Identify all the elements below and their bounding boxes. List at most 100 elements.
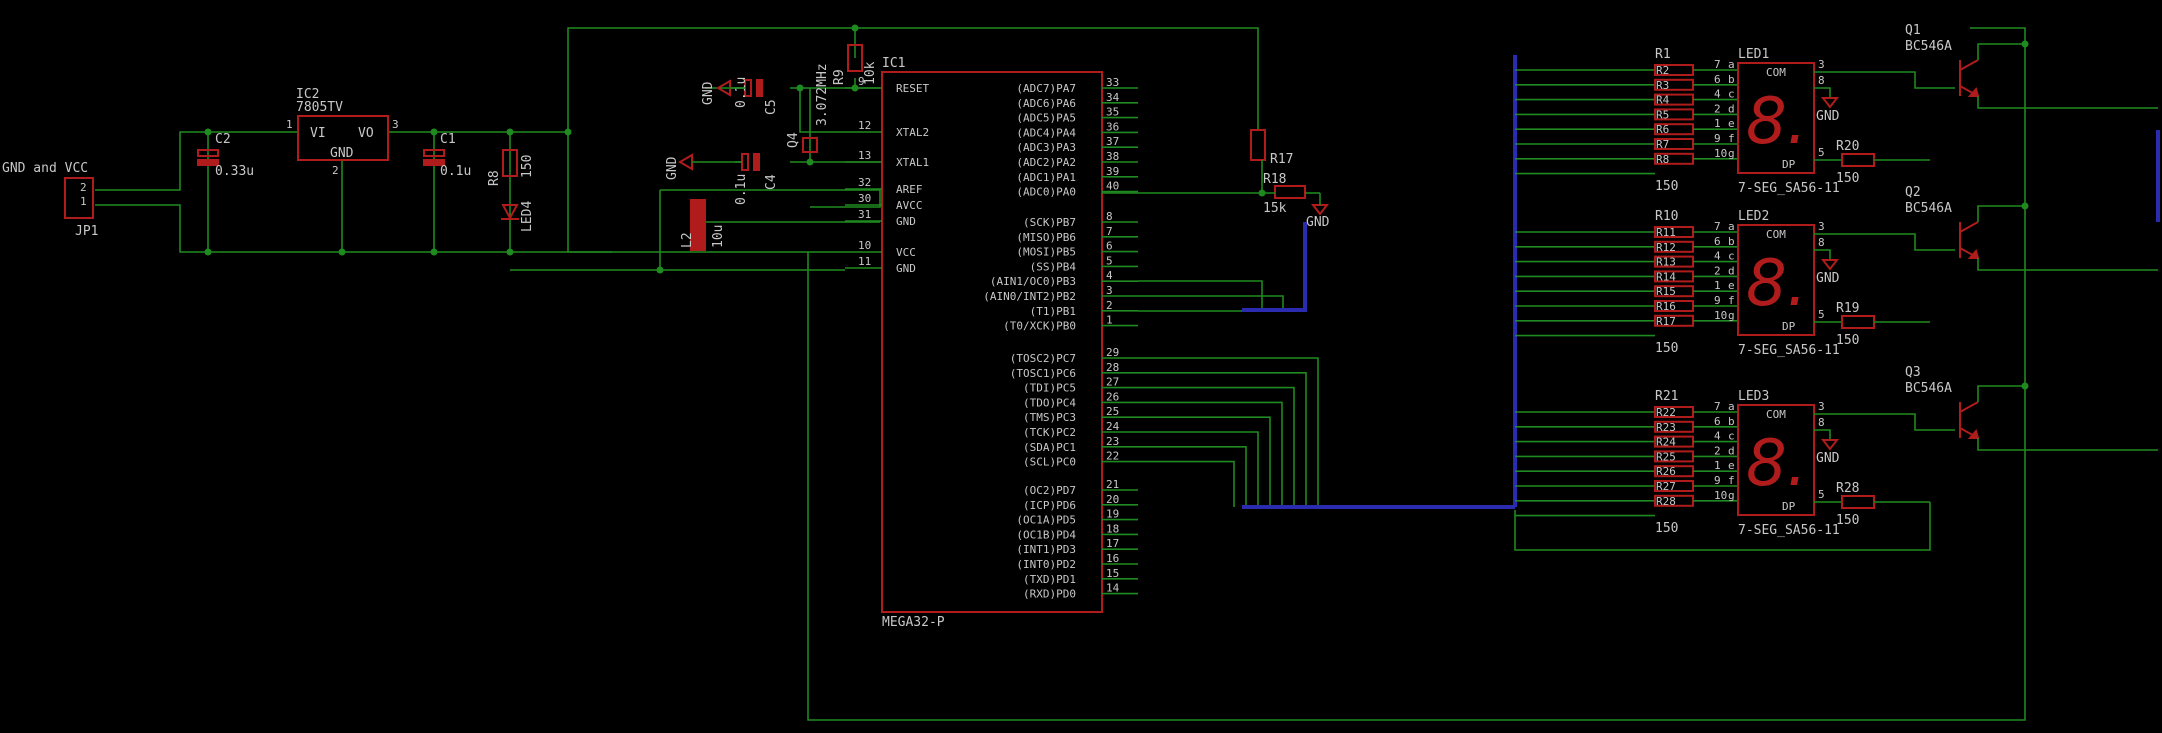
segment-resistor-name: R15 [1656,285,1676,298]
port-c-wire [1138,445,1247,507]
ic2-pin-3: 3 [392,118,399,131]
jp1-name: JP1 [75,224,98,239]
ic1-pin-label: (AIN1/OC0)PB3 [990,275,1076,288]
segment-letter: f [1728,474,1735,487]
ic2-vi: VI [310,126,326,141]
com-label: COM [1766,408,1786,421]
ic1-pin-number: 35 [1106,106,1119,119]
mcu-port-wires [1138,280,1319,507]
transistor-name: Q3 [1905,365,1921,380]
ic1-pin-number: 9 [858,75,865,88]
ic1-pin-label: (SS)PB4 [1030,260,1077,273]
led4-name: LED4 [520,201,535,232]
c5-capacitor: C5 0.1u [734,77,779,115]
ic1-pin-label: XTAL2 [896,126,929,139]
ic1-pin-label: (ADC2)PA2 [1016,156,1076,169]
transistor-collector [1959,401,1979,413]
rtop-label: R1 [1655,47,1671,62]
port-b-wire [1138,295,1284,310]
ic1-pin-label: (ADC0)PA0 [1016,186,1076,199]
dp-label: DP [1782,320,1796,333]
transistor-name: Q1 [1905,23,1921,38]
segment-resistor-name: R25 [1656,450,1676,463]
ic1-pin-label: (TXD)PD1 [1023,573,1076,586]
dp-resistor-name: R19 [1836,301,1859,316]
segment-letter: g [1728,309,1735,322]
r18-value: 15k [1263,201,1287,216]
segment-pin: 2 [1714,444,1721,457]
segment-resistor-name: R8 [1656,153,1669,166]
ic2-value: 7805TV [296,100,343,115]
ic1-pin-number: 4 [1106,269,1113,282]
ic1-pin-number: 8 [1106,210,1113,223]
ic1-pin-number: 14 [1106,582,1120,595]
segment-resistor-name: R7 [1656,138,1669,151]
ic1-pin-label: RESET [896,82,929,95]
junction-dot [2021,40,2029,48]
collector-wire [1977,43,2025,60]
ic1-pin-number: 10 [858,239,871,252]
seven-seg-digit: 8. [1746,427,1807,501]
q4-name: Q4 [786,132,801,148]
q4-crystal: Q4 3.072MHz [786,63,830,153]
l2-value: 10u [711,225,726,248]
segment-letter: a [1728,400,1735,413]
ic1-pin-label: (ADC1)PA1 [1016,171,1076,184]
ic1-pin-number: 23 [1106,435,1119,448]
ic1-pin-label: (RXD)PD0 [1023,588,1076,601]
ic1-pin-label: (MISO)PB6 [1016,231,1076,244]
transistor-arrow [1967,248,1980,259]
segment-letter: c [1728,430,1735,443]
port-c-wire [1138,401,1283,507]
transistor-collector [1959,221,1979,233]
ic1-pin-label: (OC2)PD7 [1023,484,1076,497]
segment-letter: b [1728,73,1735,86]
ic1-pin-label: (T1)PB1 [1030,305,1076,318]
emitter-wire [1977,258,2158,271]
segment-letter: f [1728,132,1735,145]
segment-resistor-name: R26 [1656,465,1676,478]
ic1-pin-label: (SDA)PC1 [1023,441,1076,454]
rbot-label: 150 [1655,341,1678,356]
dp-resistor-value: 150 [1836,333,1859,348]
c5-value: 0.1u [734,77,749,108]
dp-resistor-value: 150 [1836,171,1859,186]
segment-pin: 9 [1714,132,1721,145]
segment-resistor-name: R2 [1656,64,1669,77]
ic1-pin-label: (OC1B)PD4 [1016,528,1076,541]
com-pin: 3 [1818,58,1825,71]
ic1-pin-label: (TOSC1)PC6 [1010,367,1076,380]
port-c-wire [1138,460,1235,507]
led-name: LED2 [1738,209,1769,224]
jp1-pin-2: 2 [80,181,87,194]
dp-resistor-name: R20 [1836,139,1859,154]
com-label: COM [1766,66,1786,79]
ic1-pin-number: 22 [1106,450,1119,463]
seven-seg-digit: 8. [1746,85,1807,159]
segment-pin: 9 [1714,474,1721,487]
dp-resistor [1841,495,1875,509]
segment-letter: b [1728,235,1735,248]
ic2-gnd: GND [330,146,354,161]
segment-pin: 7 [1714,400,1721,413]
ic2-regulator: IC2 7805TV VI VO GND 1 2 3 [286,87,399,177]
port-c-wire [1138,357,1319,507]
rbot-label: 150 [1655,521,1678,536]
segment-resistor-name: R22 [1656,406,1676,419]
segment-letter: c [1728,88,1735,101]
seven-seg-digit: 8. [1746,247,1807,321]
r9-value: 10k [863,61,878,85]
display3-return-wire [1514,502,1931,551]
ic1-pin-number: 13 [858,149,871,162]
segment-resistor-name: R27 [1656,480,1676,493]
ic1-pin-number: 2 [1106,299,1113,312]
ic1-pin-number: 16 [1106,552,1119,565]
ic1-pin-number: 1 [1106,314,1113,327]
r9-resistor: R9 10k [832,44,878,85]
emitter-wire [1977,438,2158,451]
ic1-pin-number: 34 [1106,91,1120,104]
pin8-wire [1814,429,1831,440]
ic1-pin-number: 32 [858,176,871,189]
